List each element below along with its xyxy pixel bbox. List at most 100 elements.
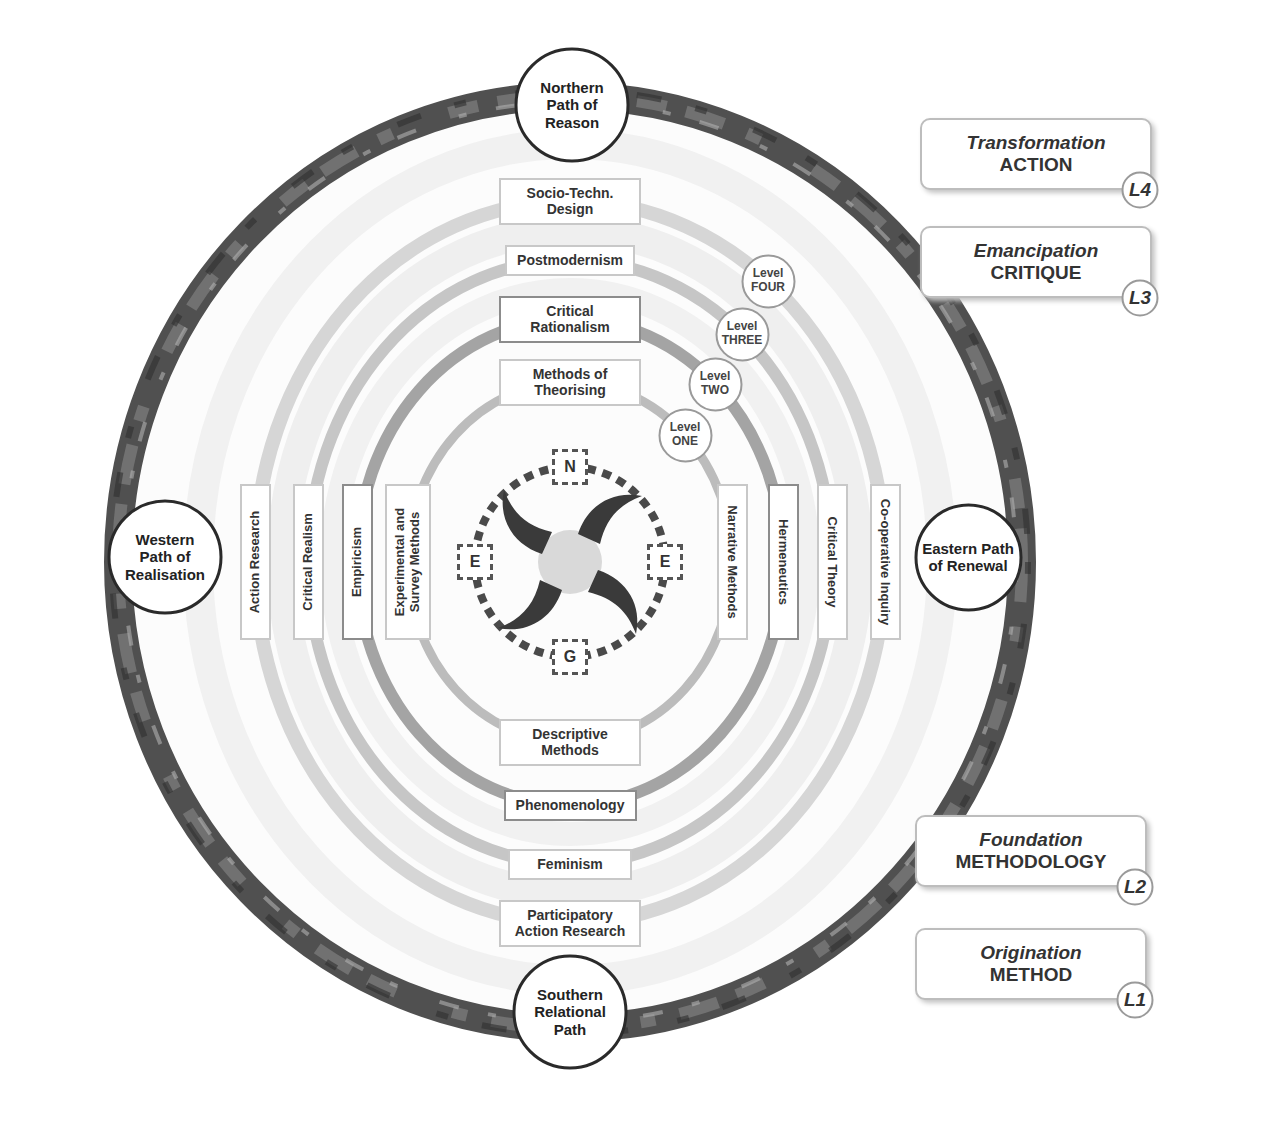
node-text: Level FOUR bbox=[746, 267, 791, 295]
circle-shape bbox=[1118, 983, 1153, 1018]
node-text: Level TWO bbox=[693, 370, 738, 398]
text-block: Eastern Path of Renewal bbox=[922, 540, 1015, 575]
level-ring bbox=[357, 319, 783, 805]
method-box: Hermeneutics bbox=[768, 484, 799, 640]
path-circle: Eastern Path of Renewal bbox=[914, 503, 1023, 612]
pinwheel-blade bbox=[503, 490, 552, 554]
node-text: G bbox=[563, 648, 577, 666]
method-box: Methods of Theorising bbox=[499, 359, 641, 406]
text-block: Level THREE bbox=[720, 320, 765, 348]
band bbox=[282, 230, 858, 894]
direction-box: N bbox=[552, 449, 588, 485]
node-text: Socio-Techn. Design bbox=[511, 185, 629, 217]
level-ring bbox=[255, 201, 885, 923]
band bbox=[198, 144, 942, 980]
circle-shape bbox=[716, 308, 768, 360]
level-ring bbox=[408, 382, 732, 742]
node-text: L1 bbox=[1123, 989, 1147, 1011]
text-block: Postmodernism bbox=[517, 252, 624, 268]
method-box: Socio-Techn. Design bbox=[499, 178, 641, 225]
node-text: Participatory Action Research bbox=[511, 907, 629, 939]
pinwheel-blade bbox=[498, 580, 562, 629]
node-text: METHOD bbox=[980, 964, 1083, 986]
node-text: Action Research bbox=[248, 491, 263, 633]
text-block: Experimental and Survey Methods bbox=[393, 491, 423, 633]
node-text: ACTION bbox=[966, 154, 1107, 176]
method-box: Feminism bbox=[508, 849, 632, 880]
method-box: Critical Theory bbox=[817, 484, 848, 640]
text-block: E bbox=[469, 553, 481, 571]
level-box: OriginationMETHODL1 bbox=[915, 928, 1147, 1000]
direction-box: E bbox=[457, 544, 493, 580]
node-text: L2 bbox=[1123, 876, 1147, 898]
circle-shape bbox=[1118, 870, 1153, 905]
node-text: Phenomenology bbox=[515, 797, 625, 813]
method-box: Action Research bbox=[240, 484, 271, 640]
node-text: Level THREE bbox=[720, 320, 765, 348]
circle-shape bbox=[514, 956, 626, 1068]
node-text: Feminism bbox=[537, 856, 604, 872]
globe-ring bbox=[118, 96, 1022, 1028]
method-box: Critical Realism bbox=[293, 484, 324, 640]
text-block: L2 bbox=[1123, 876, 1147, 898]
text-block: Phenomenology bbox=[515, 797, 625, 813]
method-box: Experimental and Survey Methods bbox=[385, 484, 431, 640]
node-text: METHODOLOGY bbox=[955, 851, 1107, 873]
node-text: Origination bbox=[980, 942, 1083, 964]
node-text: L4 bbox=[1128, 179, 1152, 201]
method-box: Phenomenology bbox=[504, 790, 637, 821]
text-block: Level FOUR bbox=[746, 267, 791, 295]
pinwheel-blade bbox=[578, 495, 642, 544]
text-block: Empiricism bbox=[350, 491, 365, 633]
text-block: Critical Theory bbox=[825, 491, 840, 633]
node-text: E bbox=[469, 553, 481, 571]
method-box: Participatory Action Research bbox=[499, 900, 641, 947]
text-block: Methods of Theorising bbox=[511, 366, 629, 398]
text-block: OriginationMETHOD bbox=[980, 942, 1083, 986]
text-block: EmancipationCRITIQUE bbox=[973, 240, 1099, 284]
circle-shape bbox=[916, 505, 1021, 610]
circle-shape bbox=[659, 409, 711, 461]
node-text: Narrative Methods bbox=[725, 491, 740, 633]
band bbox=[332, 290, 808, 834]
globe-texture bbox=[124, 102, 1016, 1022]
dashed-compass-ring bbox=[475, 467, 665, 657]
node-text: N bbox=[564, 458, 577, 476]
text-block: Descriptive Methods bbox=[511, 726, 629, 758]
level-box: FoundationMETHODOLOGYL2 bbox=[915, 815, 1147, 887]
node-text: Experimental and Survey Methods bbox=[393, 491, 423, 633]
level-badge: L3 bbox=[1121, 279, 1159, 317]
text-block: Hermeneutics bbox=[776, 491, 791, 633]
inner-ground bbox=[130, 108, 1010, 1016]
level-badge: L1 bbox=[1116, 981, 1154, 1019]
text-block: Southern Relational Path bbox=[524, 986, 617, 1038]
globe-texture bbox=[118, 96, 1022, 1028]
path-circle: Western Path of Realisation bbox=[107, 499, 223, 615]
node-text: Critical Realism bbox=[301, 491, 316, 633]
direction-box: E bbox=[647, 544, 683, 580]
text-block: Northern Path of Reason bbox=[526, 79, 619, 131]
direction-box: G bbox=[552, 639, 588, 675]
node-text: Western Path of Realisation bbox=[119, 531, 212, 583]
text-block: L1 bbox=[1123, 989, 1147, 1011]
circle-shape bbox=[742, 255, 794, 307]
text-block: Co-operative Inquiry bbox=[878, 491, 893, 633]
circle-shape bbox=[516, 49, 628, 161]
node-text: Emancipation bbox=[973, 240, 1099, 262]
level-circle: Level THREE bbox=[715, 307, 770, 362]
text-block: G bbox=[563, 648, 577, 666]
level-ring bbox=[308, 260, 832, 864]
level-circle: Level FOUR bbox=[741, 254, 796, 309]
text-block: Level TWO bbox=[693, 370, 738, 398]
text-block: Socio-Techn. Design bbox=[511, 185, 629, 217]
method-box: Critical Rationalism bbox=[499, 296, 641, 343]
circle-shape bbox=[689, 358, 741, 410]
node-text: Empiricism bbox=[350, 491, 365, 633]
node-text: Eastern Path of Renewal bbox=[922, 540, 1015, 575]
node-text: E bbox=[659, 553, 671, 571]
pinwheel bbox=[498, 490, 642, 634]
circle-shape bbox=[1123, 173, 1158, 208]
method-box: Co-operative Inquiry bbox=[870, 484, 901, 640]
level-box: TransformationACTIONL4 bbox=[920, 118, 1152, 190]
